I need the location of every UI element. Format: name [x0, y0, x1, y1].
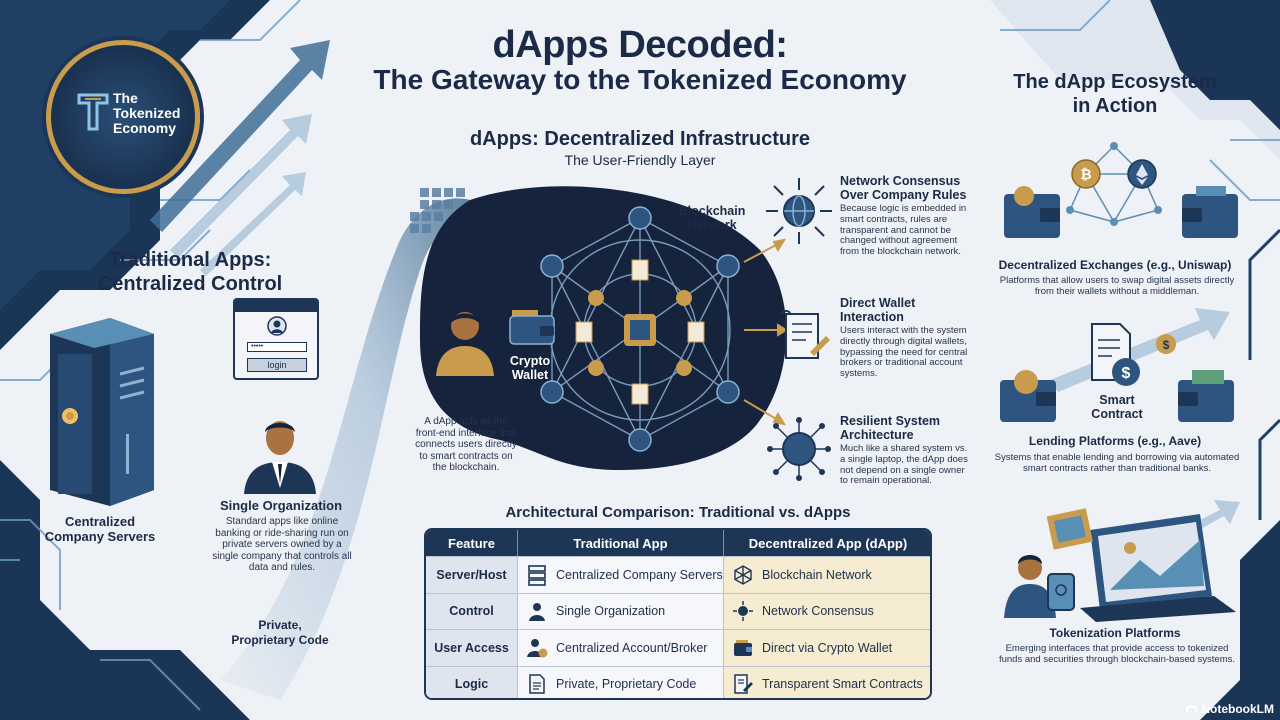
login-button: login [247, 358, 307, 372]
row-traditional: Private, Proprietary Code [556, 677, 697, 692]
table-row: User Access Centralized Account/Broker D… [426, 629, 930, 666]
header-traditional: Traditional App [518, 530, 724, 556]
row-feature: Server/Host [426, 556, 518, 593]
wallet-label-line1: Crypto [509, 354, 551, 368]
svg-text:$: $ [1163, 338, 1170, 352]
smart-contract-label-line1: Smart [1099, 393, 1135, 407]
table-row: Server/Host Centralized Company Servers … [426, 556, 930, 593]
logo-text-line1: The [113, 90, 138, 106]
code-label-line1: Private, [258, 618, 302, 632]
ecosystem-title-line1: The dApp Ecosystem [1013, 71, 1217, 93]
comparison-title: Architectural Comparison: Traditional vs… [505, 504, 851, 521]
blockchain-network-graph [540, 206, 740, 452]
person-icon [529, 603, 545, 622]
page-subtitle: The Gateway to the Tokenized Economy [373, 64, 907, 95]
user-icon [436, 312, 494, 376]
broker-person-coin-icon [527, 638, 548, 658]
feature-resilient-desc: Much like a shared system vs. a single l… [840, 443, 968, 487]
lending-title: Lending Platforms (e.g., Aave) [1028, 434, 1202, 448]
feature-arrows [743, 238, 788, 426]
row-traditional: Centralized Company Servers [556, 567, 723, 582]
lending-desc: Systems that enable lending and borrowin… [994, 452, 1240, 474]
footer-brand: NotebookLM [1201, 702, 1274, 716]
server-stack-icon [528, 564, 546, 586]
row-dapp: Blockchain Network [762, 567, 872, 582]
feature-wallet-desc: Users interact with the system directly … [840, 325, 968, 380]
login-window-titlebar [235, 300, 317, 312]
row-traditional: Centralized Account/Broker [556, 640, 708, 655]
row-traditional: Single Organization [556, 604, 666, 619]
resilient-globe-network-icon [767, 417, 831, 481]
dapps-section-subtitle: The User-Friendly Layer [564, 152, 716, 168]
wallet-label-line2: Wallet [511, 368, 549, 382]
logo-text-line2: Tokenized [113, 105, 181, 121]
svg-text:$: $ [1122, 365, 1131, 382]
row-feature: Logic [426, 665, 518, 698]
user-avatar-icon [267, 316, 287, 336]
traditional-title-line1: Traditional Apps: [108, 249, 272, 271]
consensus-globe-icon [733, 601, 753, 622]
dapps-section-title: dApps: Decentralized Infrastructure [469, 128, 811, 150]
org-title: Single Organization [219, 498, 343, 513]
row-dapp: Transparent Smart Contracts [762, 677, 923, 692]
logo-text-line3: Economy [113, 120, 177, 136]
dex-illustration: ₿ [1004, 142, 1238, 238]
feature-wallet-title: Direct Wallet Interaction [840, 296, 916, 324]
logo-badge: The Tokenized Economy [46, 40, 200, 194]
traditional-title-line2: Centralized Control [97, 273, 283, 295]
feature-consensus-title: Network Consensus Over Company Rules [840, 174, 967, 202]
row-dapp: Network Consensus [762, 604, 874, 619]
page-title: dApps Decoded: [492, 24, 788, 66]
row-dapp: Direct via Crypto Wallet [762, 640, 893, 655]
dex-desc: Platforms that allow users to swap digit… [999, 275, 1235, 297]
network-label-line2: Network [687, 218, 737, 232]
tokenization-title: Tokenization Platforms [1049, 626, 1181, 640]
tokenization-desc: Emerging interfaces that provide access … [998, 643, 1236, 665]
notebooklm-icon [1186, 705, 1198, 713]
table-row: Control Single Organization Network Cons… [426, 592, 930, 629]
server-label-line1: Centralized [64, 514, 136, 529]
header-feature: Feature [426, 530, 518, 556]
scroll-contract-icon [781, 310, 830, 359]
globe-consensus-icon [766, 178, 832, 244]
feature-resilient-title: Resilient System Architecture [840, 414, 941, 442]
document-icon [529, 674, 545, 694]
lending-illustration: $ $ [1000, 323, 1234, 422]
feature-consensus-desc: Because logic is embedded in smart contr… [840, 203, 967, 258]
table-header-row: Feature Traditional App Decentralized Ap… [426, 530, 930, 556]
contract-pen-icon [734, 674, 753, 694]
network-label-line1: Blockchain [678, 204, 746, 218]
org-description: Standard apps like online banking or rid… [212, 516, 352, 573]
smart-contract-label-line2: Contract [1091, 407, 1143, 421]
server-label-line2: Company Servers [44, 529, 156, 544]
wallet-icon [734, 639, 752, 656]
crypto-wallet-icon [509, 310, 555, 345]
dapp-caption: A dApp acts as the front-end interface t… [415, 416, 517, 473]
row-feature: User Access [426, 629, 518, 666]
table-row: Logic Private, Proprietary Code Transpar… [426, 665, 930, 698]
comparison-table: Feature Traditional App Decentralized Ap… [424, 528, 932, 700]
code-label-line2: Proprietary Code [231, 633, 329, 647]
blockchain-nodes-icon [734, 564, 752, 585]
dex-title: Decentralized Exchanges (e.g., Uniswap) [998, 258, 1232, 272]
businessman-icon [244, 421, 316, 494]
header-dapp: Decentralized App (dApp) [724, 530, 930, 556]
svg-text:₿: ₿ [1080, 166, 1091, 182]
logo-icon [77, 93, 109, 131]
row-feature: Control [426, 592, 518, 629]
tokenization-illustration [1004, 508, 1236, 622]
ecosystem-title-line2: in Action [1072, 95, 1158, 117]
login-window-illustration: ••••• login [233, 298, 319, 380]
server-tower-icon [50, 318, 154, 506]
password-field: ••••• [247, 342, 307, 352]
